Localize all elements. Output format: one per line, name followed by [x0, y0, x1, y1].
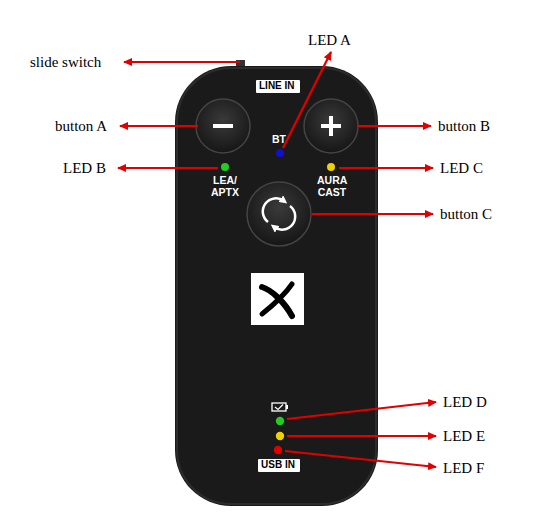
leader-lines — [118, 52, 436, 467]
device-marking: AURA CAST — [317, 175, 347, 198]
device-marking: BT — [272, 134, 286, 146]
led-c — [327, 163, 335, 171]
device-body — [175, 66, 378, 506]
button-c — [247, 182, 311, 246]
button-b — [304, 99, 358, 153]
callout-label: LED C — [440, 160, 483, 177]
device-marking: LEA/ APTX — [211, 175, 239, 198]
callout-label: LED D — [443, 394, 487, 411]
callout-label: button C — [440, 206, 492, 223]
port-label: USB IN — [261, 459, 297, 471]
battery-icon — [272, 403, 288, 411]
logo — [251, 273, 304, 325]
led-b — [221, 163, 229, 171]
callout-label: LED F — [443, 460, 484, 477]
led-a — [276, 149, 284, 157]
callout-label: LED E — [443, 428, 485, 445]
button-a — [196, 99, 250, 153]
callout-label: slide switch — [30, 54, 101, 71]
led-e — [276, 432, 284, 440]
led-f — [274, 446, 282, 454]
callout-label: button A — [55, 118, 107, 135]
callout-label: LED B — [63, 160, 106, 177]
port-label: LINE IN — [259, 80, 297, 92]
callout-label: LED A — [308, 32, 351, 49]
callout-label: button B — [438, 118, 490, 135]
port-label-box: LINE IN — [256, 80, 300, 93]
led-d — [276, 417, 284, 425]
port-label-box: USB IN — [258, 459, 300, 472]
